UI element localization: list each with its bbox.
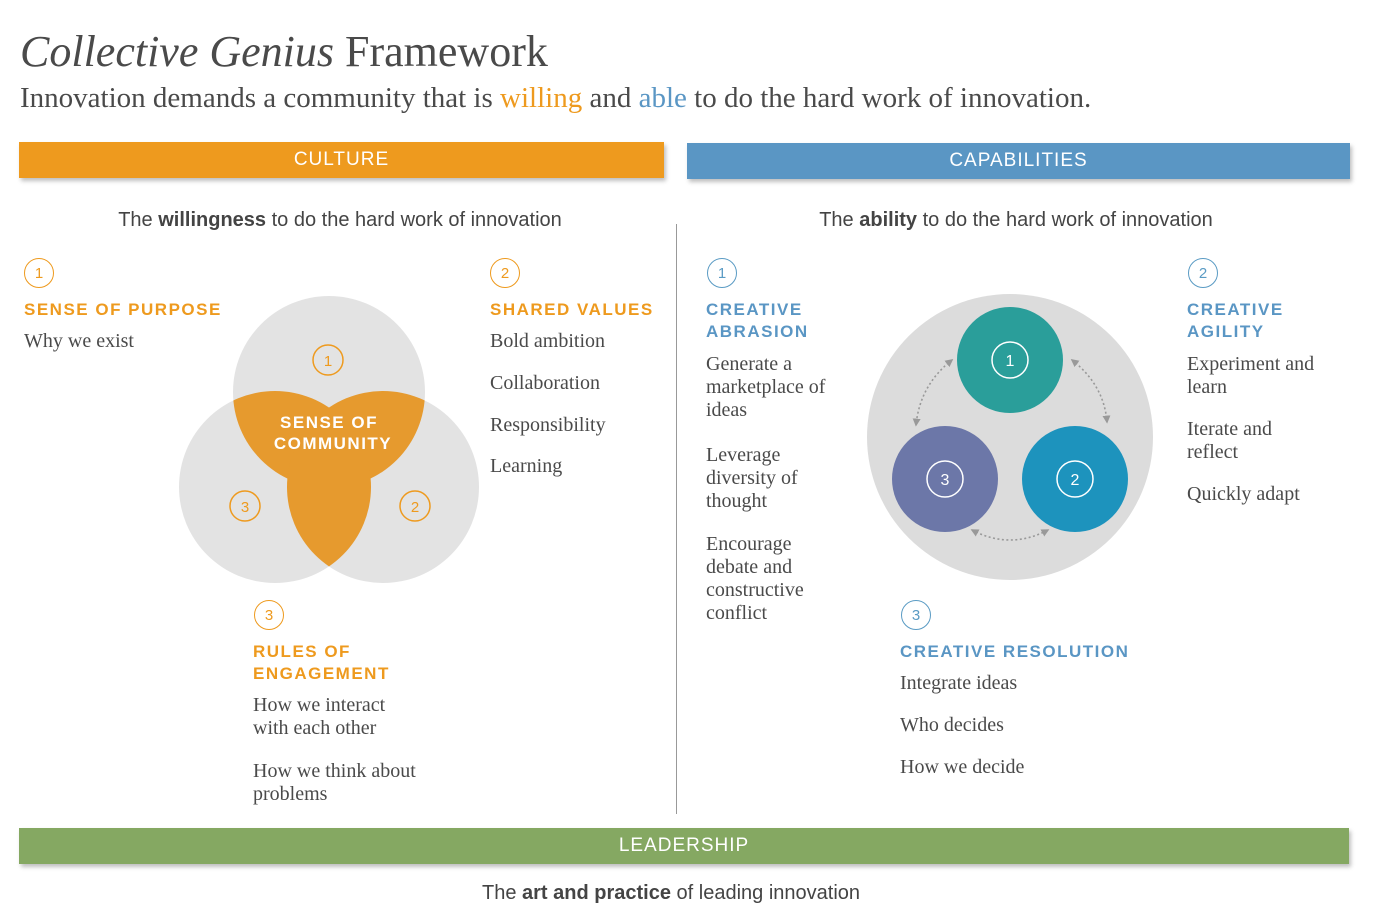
culture-desc-pre: The [118,209,159,231]
abrasion-item-1: Generate a marketplace of ideas [706,353,826,421]
cycle-circle-1 [957,307,1063,413]
abrasion-heading-line-1: CREATIVE [706,300,803,319]
venn-number-2: 2 [411,499,419,516]
resolution-item-1: Integrate ideas [900,672,1018,694]
sense-of-purpose-heading: SENSE OF PURPOSE [24,300,222,319]
agility-item-3: Quickly adapt [1187,483,1300,505]
cycle-number-2: 2 [1071,472,1080,489]
shared-values-heading: SHARED VALUES [490,300,654,319]
venn-number-3: 3 [241,499,249,516]
capabilities-desc-bold: ability [859,209,918,231]
leadership-desc-bold: art and practice [522,882,671,904]
agility-heading-line-1: CREATIVE [1187,300,1284,319]
capabilities-bar: CAPABILITIES [687,143,1350,179]
cycle-number-1-ring [991,341,1029,379]
shared-value-2: Collaboration [490,372,600,394]
shared-value-4: Learning [490,455,563,477]
rules-item-1: How we interact with each other [253,694,386,739]
page-subtitle: Innovation demands a community that is w… [20,82,1091,115]
subtitle-and: and [582,82,639,114]
venn-overlap-left-right [287,391,371,583]
cycle-arrow-1-2 [1070,359,1111,424]
culture-desc-bold: willingness [158,209,267,231]
community-venn-diagram: SENSE OF COMMUNITY 1 2 3 [179,296,479,583]
agility-item-1: Experiment and learn [1187,353,1315,398]
capabilities-cycle-diagram: 1 2 3 [867,294,1153,580]
agility-item-2: Iterate and reflect [1187,418,1272,463]
culture-description: The willingness to do the hard work of i… [19,209,661,232]
resolution-item-2: Who decides [900,714,1004,736]
creative-abrasion-heading: CREATIVE ABRASION [706,299,809,343]
subtitle-start: Innovation demands a community that is [20,82,501,114]
capabilities-description: The ability to do the hard work of innov… [690,209,1342,232]
capabilities-number-1-text: 1 [717,264,727,282]
culture-bar: CULTURE [19,142,664,178]
cycle-number-2-ring [1056,460,1094,498]
capabilities-number-2-text: 2 [1198,264,1208,282]
cycle-circle-2 [1022,426,1128,532]
rules-item-2: How we think about problems [253,760,416,805]
venn-number-2-ring [399,490,431,522]
shared-value-1: Bold ambition [490,330,605,352]
cycle-arrow-1-3 [912,359,954,427]
agility-heading-line-2: AGILITY [1187,322,1265,341]
column-divider [676,224,677,814]
capabilities-number-3-text: 3 [911,606,921,624]
cycle-number-1: 1 [1006,353,1015,370]
culture-number-1: 1 [24,258,54,288]
capabilities-bar-label: CAPABILITIES [949,150,1088,171]
rules-of-engagement-heading: RULES OF ENGAGEMENT [253,641,390,685]
culture-desc-post: to do the hard work of innovation [266,209,562,231]
abrasion-item-3: Encourage debate and constructive confli… [706,533,804,624]
venn-number-3-ring [229,490,261,522]
cycle-circle-3 [892,426,998,532]
culture-number-2: 2 [490,258,520,288]
rules-heading-line-1: RULES OF [253,642,351,661]
page-title: Collective Genius Framework [20,26,548,77]
leadership-desc-post: of leading innovation [670,882,861,904]
shared-value-3: Responsibility [490,414,606,436]
title-italic: Collective Genius [20,27,335,76]
creative-resolution-heading: CREATIVE RESOLUTION [900,642,1130,661]
venn-number-1: 1 [324,353,332,370]
culture-number-2-text: 2 [500,264,510,282]
abrasion-heading-line-2: ABRASION [706,322,809,341]
venn-number-1-ring [312,344,344,376]
venn-center-label-2: COMMUNITY [274,434,392,453]
leadership-bar: LEADERSHIP [19,828,1349,864]
capabilities-number-3: 3 [901,600,931,630]
capabilities-number-1: 1 [707,258,737,288]
abrasion-item-2: Leverage diversity of thought [706,444,798,512]
title-rest: Framework [334,27,548,76]
leadership-bar-label: LEADERSHIP [618,835,750,856]
rules-heading-line-2: ENGAGEMENT [253,664,390,683]
leadership-desc-pre: The [481,882,523,904]
creative-agility-heading: CREATIVE AGILITY [1187,299,1284,343]
capabilities-number-2: 2 [1188,258,1218,288]
culture-bar-label: CULTURE [293,149,390,170]
subtitle-end: to do the hard work of innovation. [686,82,1092,114]
cycle-number-3-ring [926,460,964,498]
capabilities-desc-pre: The [819,209,860,231]
culture-number-3: 3 [254,600,284,630]
cycle-number-3: 3 [941,472,950,489]
sense-of-purpose-text: Why we exist [24,330,134,352]
venn-center-label-1: SENSE OF [280,413,378,432]
culture-number-1-text: 1 [34,264,44,282]
resolution-item-3: How we decide [900,756,1025,778]
leadership-description: The art and practice of leading innovati… [19,882,1323,905]
subtitle-able: able [638,82,687,114]
culture-number-3-text: 3 [264,606,274,624]
capabilities-desc-post: to do the hard work of innovation [917,209,1213,231]
subtitle-willing: willing [500,82,583,114]
